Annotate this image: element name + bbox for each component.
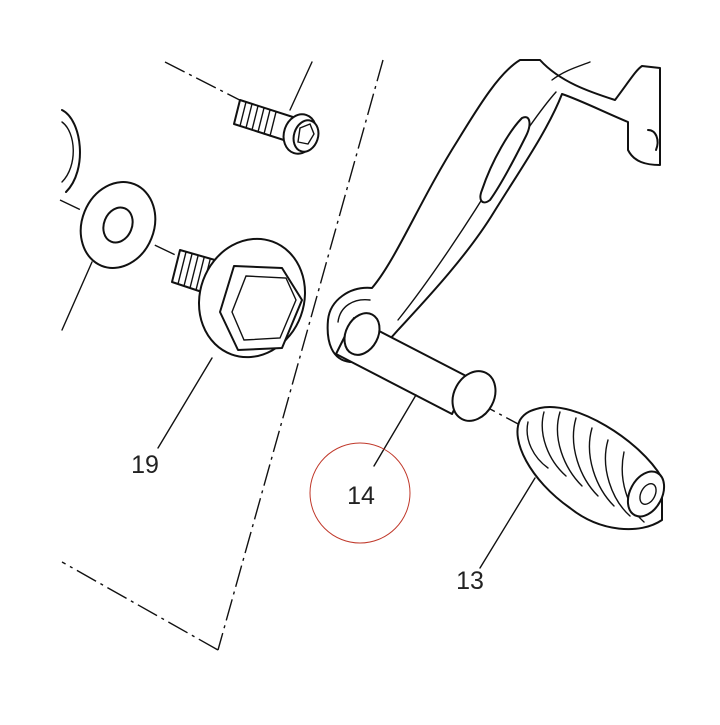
lever-arm-boss-edge	[337, 299, 371, 323]
flange-bolt-leader-line	[157, 357, 213, 449]
lever-arm-body	[326, 59, 661, 363]
cut-off-part-left	[61, 109, 81, 193]
boundary-line-vertical	[217, 59, 384, 651]
bolt-socket	[297, 123, 315, 145]
flange-bolt	[157, 237, 306, 449]
peg-pin-collar	[451, 370, 497, 422]
bolt-threads	[239, 101, 277, 137]
flange-bolt-hex-face	[231, 275, 297, 341]
lever-arm-top-slot	[551, 61, 591, 81]
callout-label-13: 13	[456, 567, 484, 595]
callout-label-14: 14	[347, 482, 375, 510]
rubber-foot-peg	[479, 405, 666, 569]
washer-hole	[102, 206, 134, 244]
bolt-leader-line	[289, 61, 313, 111]
boundary-lines	[61, 59, 384, 651]
rubber-peg-end-hole	[639, 483, 657, 505]
boundary-line-bottom	[61, 561, 219, 651]
peg-pin-inner-end	[343, 312, 381, 356]
rubber-peg-leader-line	[479, 477, 536, 569]
shift-lever	[326, 59, 661, 363]
small-bolt	[233, 61, 320, 155]
washer-leader-line	[61, 261, 93, 331]
lever-arm-end-eye	[647, 129, 659, 151]
washer	[61, 181, 157, 331]
cut-off-arc-outer	[61, 109, 81, 193]
cut-off-arc-inner	[61, 121, 74, 183]
flange-bolt-threads	[177, 251, 211, 293]
callout-highlight-circle	[309, 442, 411, 544]
peg-pin-leader-line	[373, 394, 417, 467]
callout-label-19: 19	[131, 451, 159, 479]
flange-bolt-hex-head	[219, 265, 303, 351]
lever-arm-slot	[479, 116, 531, 204]
peg-pin	[335, 312, 497, 467]
rubber-peg-end	[626, 470, 666, 518]
rubber-peg-body	[516, 405, 663, 531]
rubber-peg-ribs	[526, 411, 645, 523]
